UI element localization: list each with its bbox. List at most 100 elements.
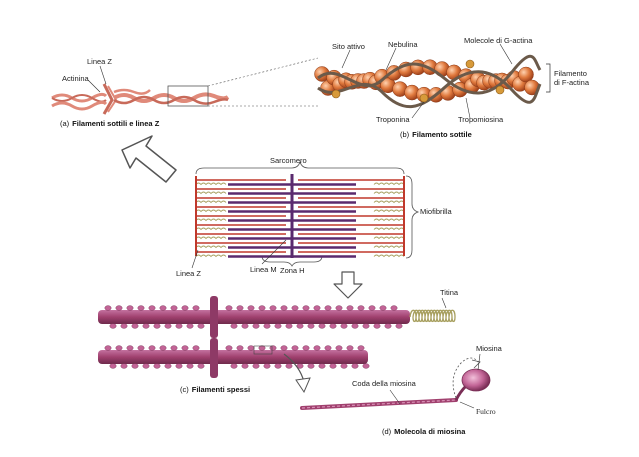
titin-spring	[195, 191, 227, 195]
titin-spring	[195, 200, 227, 204]
sarcomere-diagram	[191, 160, 420, 269]
actin-bead	[518, 66, 534, 83]
myosin-head	[137, 345, 145, 351]
myosin-head	[104, 345, 112, 351]
label-actinina: Actinina	[62, 74, 89, 83]
label-sarcomero: Sarcomero	[270, 156, 307, 165]
label-miosina: Miosina	[476, 344, 502, 353]
myosin-head	[175, 363, 183, 369]
myosin-head	[357, 305, 365, 311]
titin-spring	[373, 182, 405, 186]
titin-spring	[373, 254, 405, 258]
myosin-head	[324, 345, 332, 351]
myosin-head	[335, 305, 343, 311]
myosin-head	[324, 305, 332, 311]
myosin-head	[175, 323, 183, 329]
myosin-head	[241, 363, 249, 369]
myosin-head	[153, 323, 161, 329]
myosin-head	[186, 363, 194, 369]
label-titina: Titina	[440, 288, 459, 297]
titin-spring	[195, 182, 227, 186]
myosin-head	[186, 323, 194, 329]
panel-c-thick-filaments	[98, 296, 456, 394]
myosin-head	[351, 323, 359, 329]
myosin-head	[263, 363, 271, 369]
myosin-head	[109, 323, 117, 329]
titin-spring	[195, 245, 227, 249]
label-sito-attivo: Sito attivo	[332, 42, 365, 51]
myosin-head	[280, 345, 288, 351]
label-linea-z-a: Linea Z	[87, 57, 113, 66]
myosin-head	[104, 305, 112, 311]
caption-b-letter: (b)	[400, 130, 410, 139]
caption-c: (c)Filamenti spessi	[180, 386, 250, 394]
myosin-head	[181, 345, 189, 351]
myosin-head	[258, 305, 266, 311]
myosin-head	[148, 305, 156, 311]
myosin-head	[302, 345, 310, 351]
label-linea-m: Linea M	[250, 265, 277, 274]
myosin-head	[164, 363, 172, 369]
myosin-head	[362, 323, 370, 329]
label-fulcro: Fulcro	[476, 407, 496, 416]
titin-spring	[373, 227, 405, 231]
myosin-head	[362, 363, 370, 369]
myosin-head	[159, 345, 167, 351]
myosin-head	[170, 345, 178, 351]
myosin-head	[137, 305, 145, 311]
myosin-head	[247, 305, 255, 311]
myosin-head	[120, 323, 128, 329]
myosin-head	[247, 345, 255, 351]
myosin-head	[252, 363, 260, 369]
myosin-head	[115, 305, 123, 311]
myosin-head	[230, 363, 238, 369]
myosin-head	[225, 305, 233, 311]
myosin-head	[197, 323, 205, 329]
myosin-head	[373, 323, 381, 329]
caption-a-letter: (a)	[60, 119, 70, 128]
titin-spring	[195, 227, 227, 231]
myosin-head	[263, 323, 271, 329]
myosin-head	[230, 323, 238, 329]
myosin-head	[296, 323, 304, 329]
titin-spring	[195, 218, 227, 222]
caption-a-text: Filamenti sottili e linea Z	[72, 119, 160, 128]
myosin-head	[225, 345, 233, 351]
myosin-head	[252, 323, 260, 329]
titin-spring	[195, 209, 227, 213]
myosin-head	[142, 323, 150, 329]
titin-spring	[373, 236, 405, 240]
caption-c-text: Filamenti spessi	[191, 385, 251, 394]
myosin-head	[335, 345, 343, 351]
label-g-actina: Molecole di G-actina	[464, 36, 533, 45]
myosin-head	[192, 305, 200, 311]
arrow-down-icon	[333, 271, 363, 299]
myosin-head	[126, 305, 134, 311]
myosin-head	[164, 323, 172, 329]
myosin-head	[291, 305, 299, 311]
myosin-head	[131, 323, 139, 329]
arrow-up-left-icon	[121, 135, 177, 183]
myosin-head	[109, 363, 117, 369]
myosin-head	[390, 305, 398, 311]
myosin-head	[368, 305, 376, 311]
titin-spring	[373, 200, 405, 204]
myosin-head	[148, 345, 156, 351]
myosin-head	[131, 363, 139, 369]
myosin-head	[197, 363, 205, 369]
myosin-head	[274, 323, 282, 329]
myosin-head	[313, 345, 321, 351]
myosin-head	[285, 363, 293, 369]
caption-c-letter: (c)	[180, 385, 189, 394]
myosin-head	[307, 363, 315, 369]
myosin-head	[351, 363, 359, 369]
myosin-head	[340, 323, 348, 329]
myosin-head	[269, 345, 277, 351]
label-linea-z-sarc: Linea Z	[176, 269, 202, 278]
myosin-head	[318, 323, 326, 329]
panel-b-thin-filament	[314, 43, 551, 119]
myosin-head	[170, 305, 178, 311]
myosin-head	[153, 363, 161, 369]
titin-spring	[195, 236, 227, 240]
